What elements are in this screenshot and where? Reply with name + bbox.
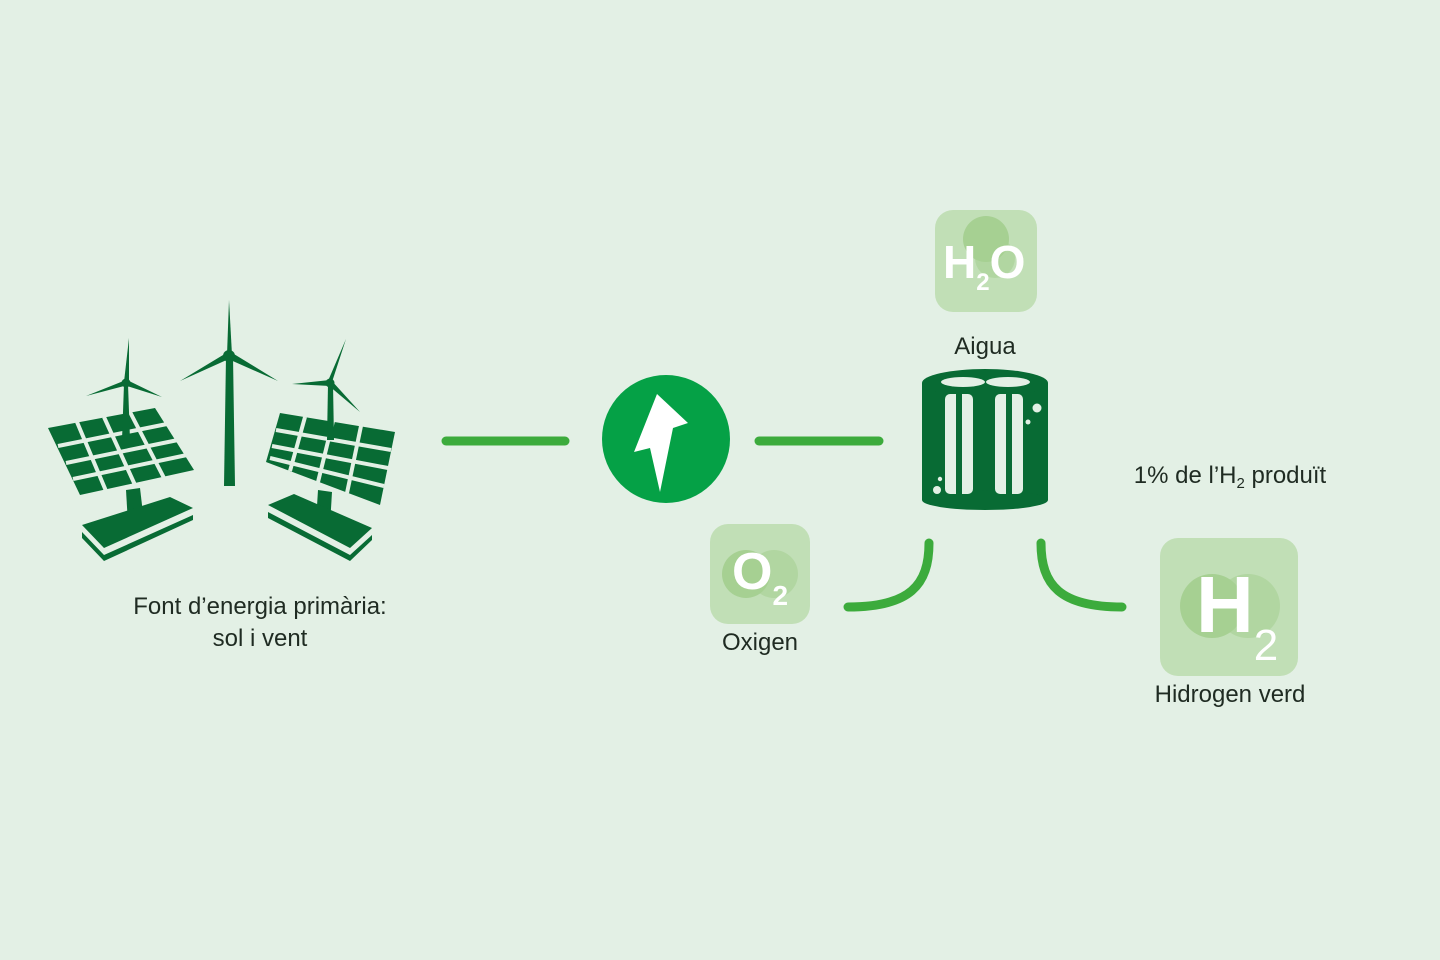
hydrogen-label: Hidrogen verd [1154,681,1306,708]
hydrogen-chip: H2 [1160,538,1298,676]
oxygen-chip-formula: O2 [732,542,789,611]
hydrogen-chip-formula: H2 [1196,560,1278,670]
water-chip-blob-2 [975,238,1015,278]
water-chip-h: H [943,236,977,288]
oxygen-chip: O2 [710,524,810,624]
oxygen-chip-sub: 2 [772,580,789,611]
connector-electrolyzer-to-hydrogen [1036,538,1127,612]
usage-label-suffix: produït [1244,462,1327,489]
hydrogen-chip-h: H [1196,560,1254,649]
lightning-bolt-icon [602,375,730,503]
water-label: Aigua [954,333,1016,360]
water-chip: H2O [935,210,1037,312]
hydrogen-chip-sub: 2 [1253,621,1279,670]
water-chip-formula: H2O [943,236,1025,297]
hydrogen-chip-blob-2 [1216,574,1280,638]
wind-turbine-right-icon [292,339,360,440]
oxygen-label: Oxigen [721,629,799,656]
wind-turbine-left-icon [86,338,162,440]
source-label: Font d’energia primària: sol i vent [90,591,430,655]
solar-panels-and-wind-turbines-icon [48,300,395,561]
usage-label: 1% de l’H2 produït [1100,460,1360,495]
source-label-line2: sol i vent [212,625,308,652]
electrolyzer-icon [922,369,1048,510]
left-solar-panel-icon [48,408,194,561]
oxygen-chip-o: O [732,543,773,601]
connectors [441,436,1127,612]
connector-electrolyzer-to-oxygen [843,538,934,612]
water-chip-o: O [989,236,1026,288]
oxygen-chip-blob-2 [750,550,798,598]
usage-label-sub: 2 [1236,475,1245,492]
wind-turbine-center-icon [180,300,278,486]
source-label-line1: Font d’energia primària: [133,593,387,620]
water-chip-sub: 2 [976,269,990,296]
right-solar-panel-icon [266,413,395,561]
usage-label-prefix: 1% de l’H [1133,462,1237,489]
